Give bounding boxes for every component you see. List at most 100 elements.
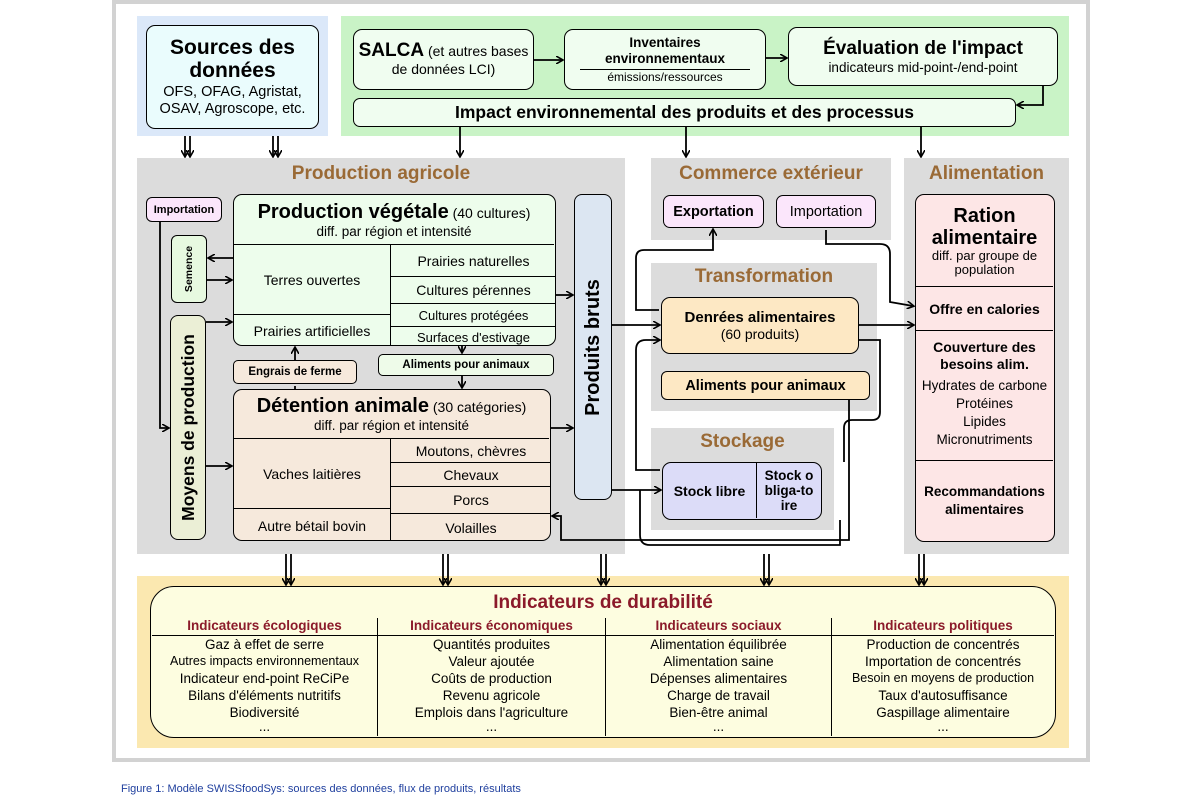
sources-box: Sources des données OFS, OFAG, Agristat,… [146,25,319,129]
animale-right-3: Volailles [445,520,497,536]
inventaires-box: Inventaires environnementaux émissions/r… [564,29,766,90]
impact-box: Impact environnemental des produits et d… [353,98,1016,127]
ind-item: Revenu agricole [442,688,541,703]
exportation-box: Exportation [663,195,764,228]
moyens-label: Moyens de production [177,334,198,521]
evaluation-subtitle: indicateurs mid-point-/end-point [828,60,1018,75]
produits-bruts-label: Produits bruts [581,278,604,416]
denrees-count: (60 produits) [720,326,800,342]
alimentation-title: Alimentation [928,163,1045,184]
indicateurs-title: Indicateurs de durabilité [493,592,713,613]
ind-item: Bien-être animal [669,705,768,720]
commerce-title: Commerce extérieur [679,163,863,184]
importation-right-box: Importation [776,195,876,228]
ind-item: Biodiversité [229,705,300,720]
ind-head-0: Indicateurs écologiques [152,618,377,636]
ind-item: ... [937,719,949,734]
vegetale-right-3: Surfaces d'estivage [416,329,531,345]
engrais-label: Engrais de ferme [248,366,342,378]
ind-item: Production de concentrés [866,637,1020,652]
importation-left-label: Importation [153,203,215,216]
indicateurs-box [150,586,1056,738]
animale-box: Détention animale (30 catégories) diff. … [233,389,551,541]
vegetale-right-1: Cultures pérennes [391,277,555,304]
semence-label: Semence [183,245,195,293]
nutriment-1: Protéines [955,396,1014,411]
inventaires-subtitle: émissions/ressources [580,69,750,84]
salca-subtitle: (et autres bases de données LCI) [391,42,529,77]
ind-item: Coûts de production [431,671,552,686]
ration-box: Ration alimentaire diff. par groupe de p… [915,194,1055,542]
ind-head-1: Indicateurs économiques [378,618,605,636]
figure-caption: Figure 1: Modèle SWISSfoodSys: sources d… [121,783,521,795]
inventaires-title: Inventaires environnementaux [604,35,726,66]
ind-item: ... [485,719,498,734]
animale-right-2: Porcs [391,487,550,514]
vegetale-count: (40 cultures) [452,204,531,221]
denrees-label: Denrées alimentaires [684,309,836,326]
denrees-box: Denrées alimentaires (60 produits) [661,297,859,354]
salca-box: SALCA (et autres bases de données LCI) [353,29,534,90]
vegetale-left-0: Terres ouvertes [234,245,391,315]
salca-title: SALCA [358,39,425,61]
nutriment-2: Lipides [963,414,1006,429]
ind-item: Quantités produites [432,637,551,652]
vegetale-box: Production végétale (40 cultures) diff. … [233,194,556,346]
importation-right-label: Importation [789,203,863,220]
vegetale-right-0: Prairies naturelles [391,245,555,277]
animale-title: Détention animale [256,395,429,417]
produits-bruts-box: Produits bruts [574,194,612,500]
ind-head-2: Indicateurs sociaux [606,618,831,636]
nutriment-3: Micronutriments [936,432,1033,447]
transformation-title: Transformation [694,266,834,287]
ind-item: Besoin en moyens de production [851,671,1035,685]
impact-label: Impact environnemental des produits et d… [454,102,915,122]
aliments-vegetale-label: Aliments pour animaux [402,359,530,371]
animale-left-0: Vaches laitières [234,439,391,509]
sources-title: Sources des données [170,36,295,82]
stock-obligatoire: Stock obliga-toire [764,468,814,513]
animale-left-1: Autre bétail bovin [234,509,391,540]
ration-title: Ration alimentaire [931,204,1038,249]
vegetale-subtitle: diff. par région et intensité [316,223,472,239]
engrais-box: Engrais de ferme [233,360,357,384]
aliments-transformation-label: Aliments pour animaux [685,377,846,394]
moyens-box: Moyens de production [170,315,206,540]
importation-left-box: Importation [146,197,222,222]
indicateurs-economiques: Indicateurs économiques Quantités produi… [378,618,606,736]
ind-item: Gaspillage alimentaire [876,705,1010,720]
ind-item: Charge de travail [667,688,770,703]
production-title: Production agricole [291,163,471,184]
vegetale-left-1: Prairies artificielles [234,315,391,345]
ind-item: Alimentation saine [663,654,774,669]
nutriment-0: Hydrates de carbone [921,378,1048,393]
stock-box: Stock libre Stock obliga-toire [662,462,822,520]
animale-subtitle: diff. par région et intensité [313,418,470,433]
ind-item: ... [712,719,725,734]
ind-item: Indicateur end-point ReCiPe [179,671,350,686]
animale-right-0: Moutons, chèvres [391,439,550,463]
indicateurs-ecologiques: Indicateurs écologiques Gaz à effet de s… [152,618,378,736]
ind-item: Taux d'autosuffisance [878,688,1008,703]
stock-libre: Stock libre [663,463,757,518]
ind-item: Autres impacts environnementaux [170,654,359,668]
aliments-transformation-box: Aliments pour animaux [661,371,870,400]
animale-count: (30 catégories) [432,399,527,415]
aliments-vegetale-box: Aliments pour animaux [378,354,554,376]
sources-detail: OFS, OFAG, Agristat, OSAV, Agroscope, et… [159,84,306,117]
stockage-title: Stockage [700,431,785,452]
exportation-label: Exportation [673,203,754,220]
ind-item: Emplois dans l'agriculture [414,705,569,720]
semence-box: Semence [171,235,207,303]
indicateurs-sociaux: Indicateurs sociaux Alimentation équilib… [606,618,832,736]
indicateurs-politiques: Indicateurs politiques Production de con… [832,618,1054,736]
ind-item: Importation de concentrés [864,654,1022,669]
ind-item: Dépenses alimentaires [649,671,788,686]
ind-item: Valeur ajoutée [448,654,535,669]
ind-item: Gaz à effet de serre [204,637,325,652]
evaluation-box: Évaluation de l'impact indicateurs mid-p… [788,27,1058,86]
animale-right-1: Chevaux [391,463,550,487]
couverture-label: Couverture des besoins alim. [933,339,1036,372]
ind-item: Bilans d'éléments nutritifs [188,688,341,703]
ind-head-3: Indicateurs politiques [832,618,1054,636]
